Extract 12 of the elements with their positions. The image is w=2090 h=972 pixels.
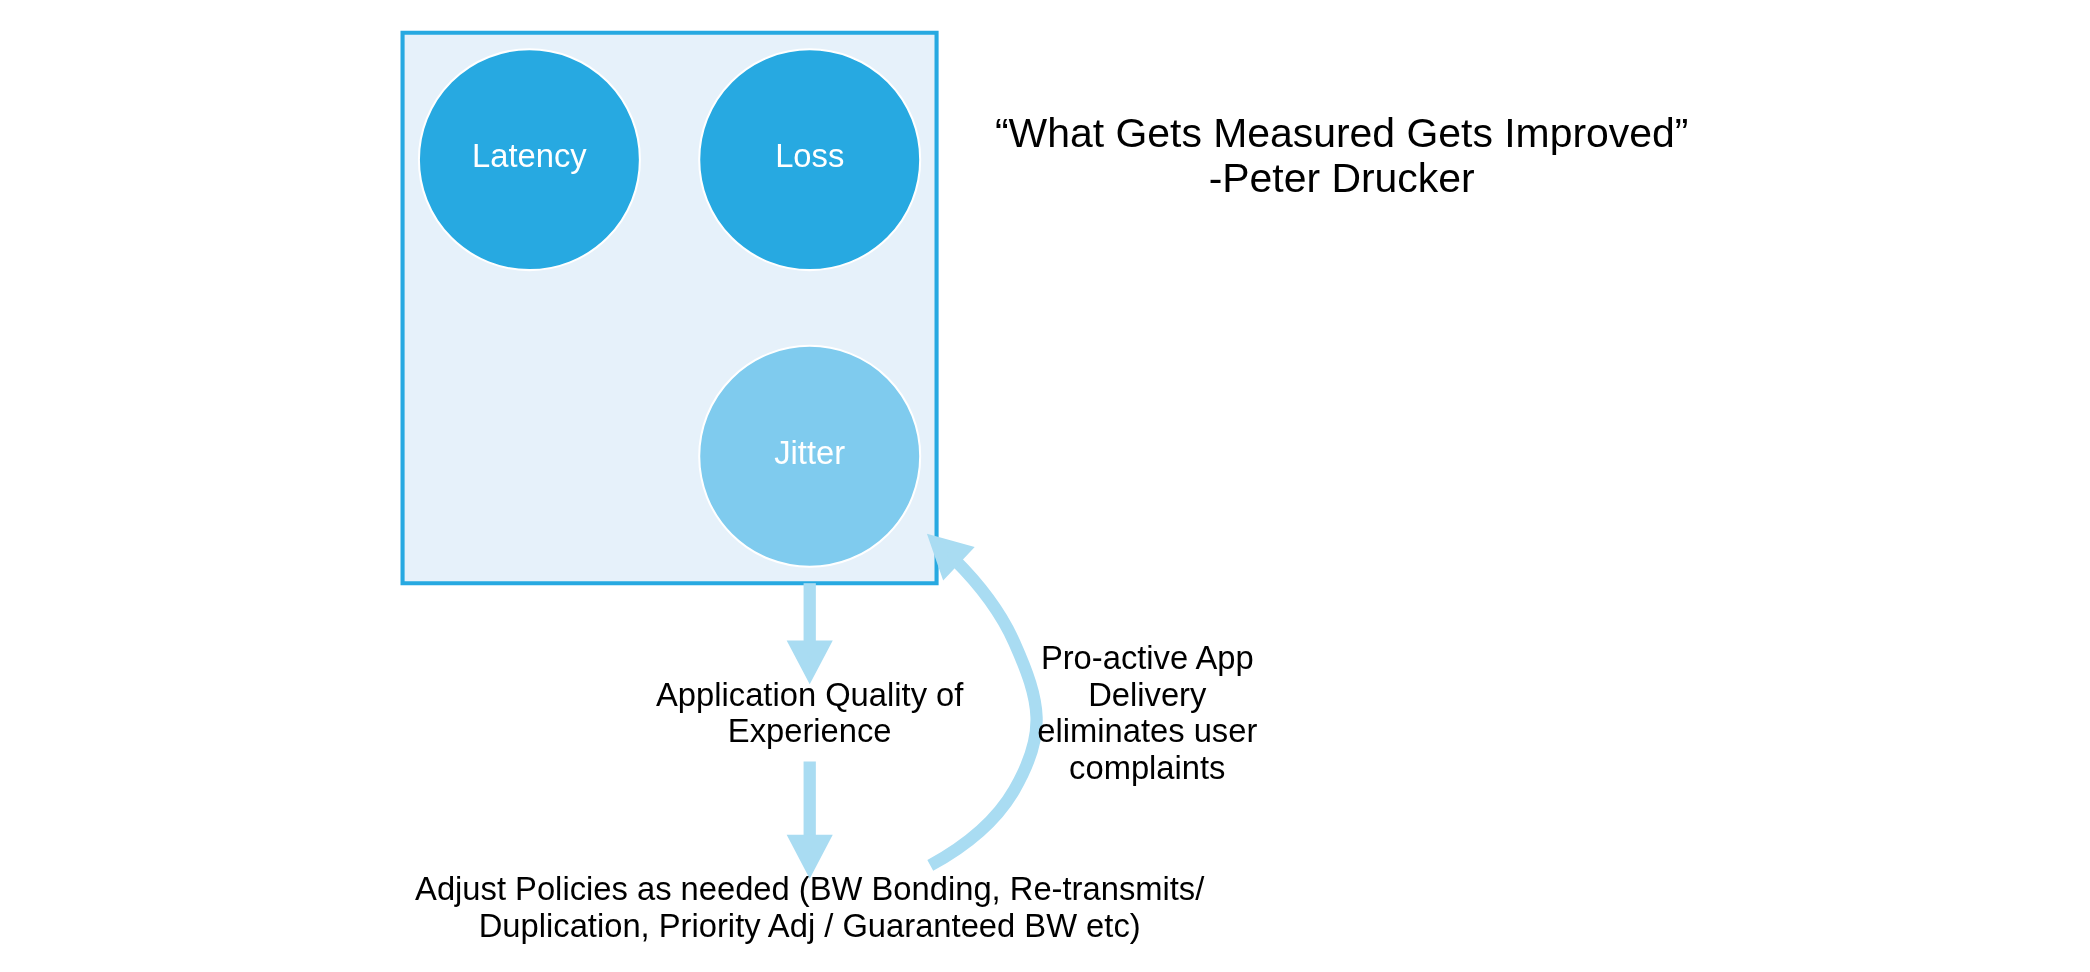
arrow <box>786 761 833 879</box>
node-text: Application Quality of Experience <box>656 675 964 750</box>
node-circle: Loss <box>698 48 922 272</box>
node-text: Adjust Policies as needed (BW Bonding, Re-transmits/ Duplication, Priority Adj / Guaranteed BW etc) <box>415 869 1205 944</box>
label: -Peter Drucker <box>1208 155 1475 202</box>
arrow <box>786 583 833 685</box>
label: “What Gets Measured Gets Improved” <box>994 110 1689 157</box>
cluster <box>400 30 939 586</box>
edge-label: Pro-active App Delivery eliminates user complaints <box>1037 638 1258 787</box>
node-circle: Latency <box>417 48 641 272</box>
arrow <box>926 533 1043 871</box>
node-circle: Jitter <box>698 344 922 568</box>
